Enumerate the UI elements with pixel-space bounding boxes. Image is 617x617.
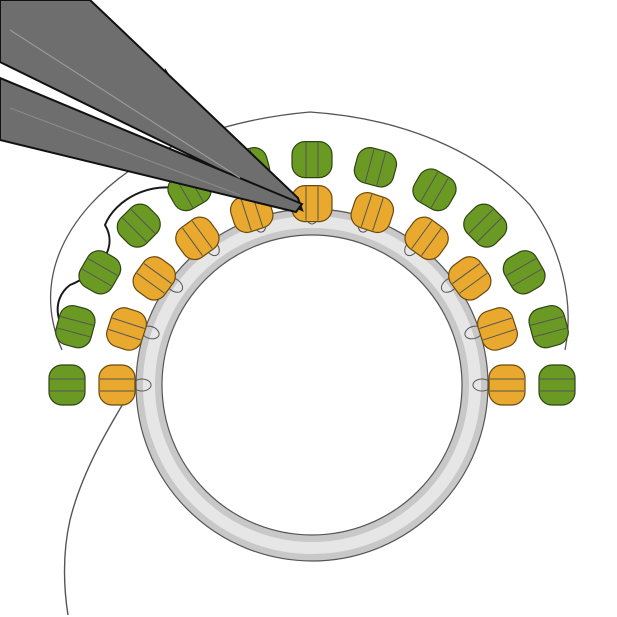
outer-bead [412,168,457,212]
outer-bead [353,147,398,188]
inner-bead [488,364,526,406]
ring-icon [135,208,489,562]
outer-bead-row [48,141,576,406]
inner-bead [132,256,177,301]
tweezers-icon [0,0,304,214]
outer-bead [463,203,508,248]
outer-bead [538,364,576,406]
inner-bead [98,364,136,406]
outer-bead [78,250,122,295]
outer-bead [48,364,86,406]
outer-bead [502,250,546,295]
outer-bead [528,305,569,349]
inner-bead [291,185,333,223]
inner-bead [175,216,220,261]
inner-bead [447,256,492,301]
inner-bead [476,307,518,351]
outer-bead [116,203,161,248]
outer-bead [55,305,96,349]
inner-bead-row [98,185,526,406]
outer-bead [291,141,333,179]
inner-bead [106,307,148,351]
outer-thread [50,111,569,351]
inner-bead [350,192,395,234]
inner-bead [404,216,449,261]
